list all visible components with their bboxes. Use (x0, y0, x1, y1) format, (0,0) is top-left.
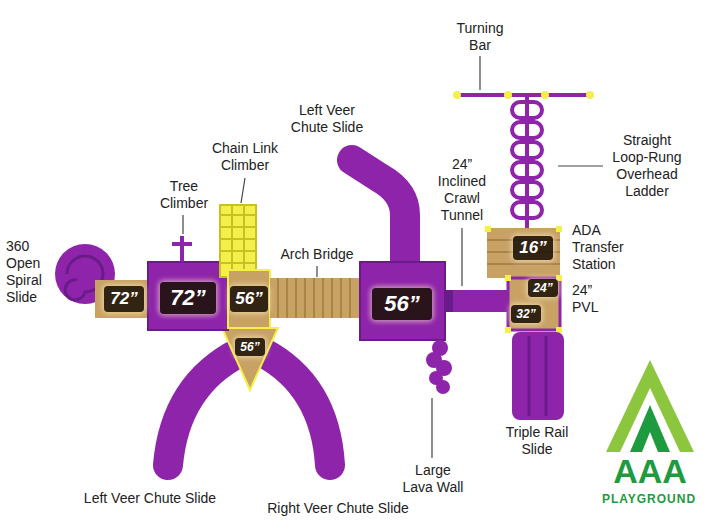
roof (360, 262, 445, 340)
logo-mark (620, 388, 680, 452)
logo-mark (642, 432, 658, 452)
crawl-tunnel (445, 290, 510, 312)
bar-posts (453, 91, 594, 99)
platform-height-box: 16” (513, 236, 553, 260)
callout-label: Right Veer Chute Slide (258, 500, 418, 517)
chain-rungs (220, 205, 256, 277)
platform-height-box: 56” (372, 288, 432, 320)
height-number: 56” (235, 286, 262, 312)
arch-bridge (270, 278, 362, 318)
callout-label: 24” Inclined Crawl Tunnel (428, 156, 496, 224)
height-number: 72” (110, 286, 137, 312)
platform-height-box: 24” (528, 279, 558, 297)
leader-lines (183, 56, 603, 458)
callout-label: Turning Bar (450, 20, 510, 54)
logo-text: AAA (604, 452, 696, 490)
platform-height-box: 32” (511, 305, 541, 323)
top-veer-slide (352, 160, 405, 270)
logo-mark (606, 360, 694, 452)
tree-climber (172, 242, 192, 246)
roof (148, 262, 228, 330)
bridge-planks (278, 278, 350, 318)
callout-label: Tree Climber (156, 178, 212, 212)
triangle-deck (222, 328, 278, 390)
height-number: 16” (519, 236, 546, 260)
height-number: 24” (533, 279, 552, 297)
platform-height-box: 72” (104, 286, 144, 312)
pvl-deck (508, 278, 560, 330)
deck (95, 280, 150, 318)
callout-label: Straight Loop-Rung Overhead Ladder (606, 132, 688, 200)
callout-label: 24” PVL (572, 282, 622, 316)
deck (228, 270, 270, 328)
lava-wall (426, 340, 452, 394)
slide-rail (545, 336, 548, 416)
turning-bar (455, 93, 592, 97)
loop-rungs (512, 102, 542, 218)
tree-climber (180, 236, 184, 262)
left-veer-slide (168, 352, 240, 465)
callout-label: Left Veer Chute Slide (70, 490, 230, 507)
platform-height-box: 56” (235, 338, 265, 356)
callout-label: ADA Transfer Station (572, 222, 650, 273)
platform-height-box: 56” (230, 286, 268, 312)
callout-label: Chain Link Climber (195, 140, 295, 174)
right-veer-slide (262, 352, 330, 465)
logo-mark (630, 405, 670, 452)
height-number: 72” (170, 282, 205, 314)
callout-label: Triple Rail Slide (492, 424, 582, 458)
height-number: 32” (516, 305, 535, 323)
triple-slide (512, 332, 564, 420)
chain-climber (220, 205, 256, 277)
callout-label: Left Veer Chute Slide (282, 102, 372, 136)
callout-label: 360 Open Spiral Slide (6, 238, 52, 306)
callout-label: Large Lava Wall (398, 462, 468, 496)
platform-height-box: 72” (160, 282, 216, 314)
height-number: 56” (240, 338, 259, 356)
logo-text: PLAYGROUND (596, 492, 702, 506)
slide-rail (528, 336, 531, 416)
posts (485, 226, 562, 333)
height-number: 56” (384, 288, 419, 320)
callout-label: Arch Bridge (272, 246, 362, 263)
ada-station (487, 228, 560, 278)
tunnel-end (445, 290, 453, 312)
